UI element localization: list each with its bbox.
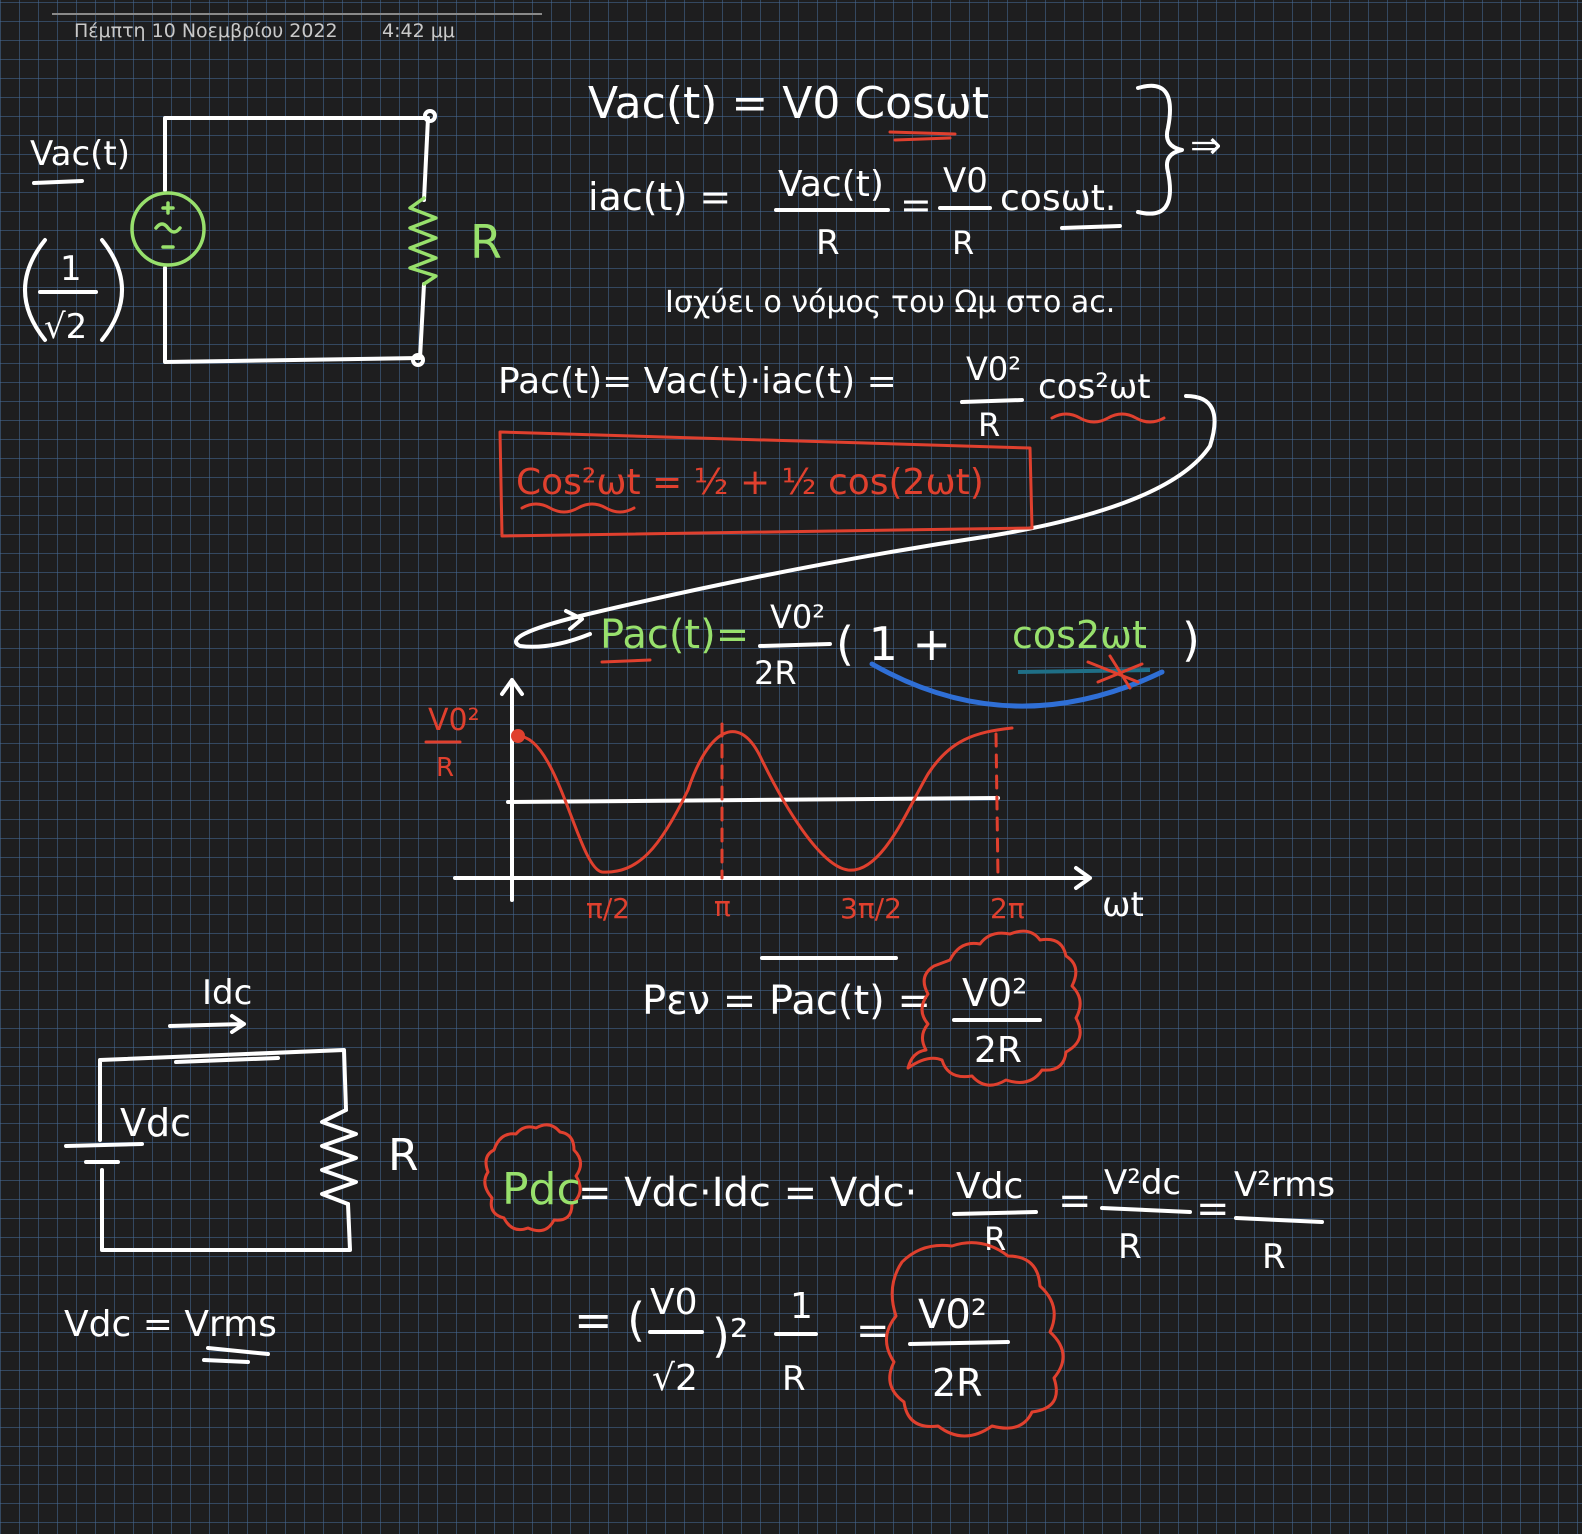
eq-line2-res-den: 2R	[932, 1361, 983, 1405]
eq-pdc-f3-den: R	[1262, 1237, 1286, 1277]
eq-line2-one: 1	[790, 1286, 813, 1327]
graph-x-label: ωt	[1102, 885, 1144, 925]
eq-p-ac-den: R	[978, 406, 1000, 444]
factor-num: 1	[60, 249, 82, 289]
power-graph: V0² R ωt π/2 π 3π/2 2π	[424, 678, 1144, 925]
dc-current-label: Idc	[202, 973, 252, 1013]
eq-pdc-eq2: =	[1196, 1186, 1230, 1232]
eq-pdc-f3-num: V²rms	[1234, 1165, 1335, 1205]
identity-box	[498, 430, 1034, 538]
power-block: Pac(t)= Vac(t)·iac(t) = V0² R cos²ωt Cos…	[498, 350, 1217, 649]
eq-v-ac: Vac(t) = V0 Cosωt	[588, 78, 989, 129]
eq-pdc-mid: = Vdc·Idc = Vdc·	[578, 1170, 917, 1216]
eq-line2-res-num: V0²	[918, 1292, 987, 1338]
mean-line	[506, 796, 1000, 804]
eq-p-ac2-close: )	[1182, 613, 1200, 667]
power-expanded: Pac(t)= V0² 2R ( 1 + cos2ωt )	[600, 598, 1200, 709]
eq-p-ac2-den: 2R	[754, 654, 797, 692]
eq-identity: Cos²ωt = ½ + ½ cos(2ωt)	[516, 462, 984, 503]
dc-resistor-icon	[320, 1108, 358, 1206]
eq-line2-num: V0	[650, 1282, 698, 1323]
curve-start-point	[511, 729, 525, 743]
resistor-icon	[408, 196, 438, 286]
dc-circuit: Idc Vdc R Vdc = Vrms	[64, 973, 419, 1364]
graph-y-den: R	[436, 753, 454, 783]
eq-pdc-f2-num: V²dc	[1104, 1163, 1181, 1203]
eq-p-ac2-cos: cos2ωt	[1012, 613, 1147, 657]
eq-line2-close: )²	[712, 1309, 748, 1363]
eq-p-ac2-lhs: Pac(t)=	[600, 612, 749, 658]
dc-resistor-label: R	[388, 1130, 419, 1181]
x-axis	[453, 866, 1092, 890]
ohm-note: Ισχύει ο νόμος του Ωμ στο ac.	[665, 285, 1115, 320]
y-axis	[500, 678, 524, 902]
eq-p-ac2-num: V0²	[770, 598, 825, 636]
eq-i-frac2-den: R	[952, 224, 974, 262]
eq-pdc-f1-num: Vdc	[956, 1166, 1023, 1207]
ac-source-icon	[130, 191, 206, 267]
ohm-law-block: Vac(t) = V0 Cosωt iac(t) = Vac(t) R = V0…	[588, 78, 1222, 320]
tick-2pi: 2π	[990, 892, 1025, 925]
average-power: Pεν = Pac(t) = V0² 2R	[642, 929, 1082, 1087]
tick-3pi-half: 3π/2	[840, 892, 902, 925]
dc-source-label: Vdc	[120, 1101, 191, 1145]
eq-pdc-f1-den: R	[984, 1220, 1006, 1258]
eq-p-ac2-paren: ( 1 +	[836, 617, 951, 671]
eq-pdc-f2-den: R	[1118, 1227, 1142, 1267]
implies-arrow: ⇒	[1190, 123, 1222, 167]
dc-power: Pdc = Vdc·Idc = Vdc· Vdc R = V²dc R = V²…	[483, 1123, 1335, 1438]
eq-p-ac-lhs: Pac(t)= Vac(t)·iac(t) =	[498, 361, 897, 402]
eq-i-frac1-den: R	[816, 223, 840, 263]
eq-p-avg-lhs: Pεν = Pac(t) =	[642, 978, 931, 1024]
tick-pi: π	[714, 890, 731, 923]
pdc-highlight	[483, 1123, 582, 1233]
eq-i-eq: =	[900, 183, 932, 227]
dc-note: Vdc = Vrms	[64, 1304, 277, 1345]
ac-circuit: R Vac(t) 1 √2	[23, 109, 502, 367]
eq-pdc-eq1: =	[1058, 1178, 1092, 1224]
power-curve	[516, 726, 1014, 874]
header-rule	[52, 13, 542, 15]
ac-resistor-label: R	[470, 215, 502, 269]
eq-pdc-label: Pdc	[502, 1164, 581, 1215]
result-highlight	[885, 1241, 1065, 1438]
eq-line2-eq: =	[856, 1308, 890, 1354]
eq-i-frac2-num: V0	[943, 161, 988, 201]
eq-line2-den: √2	[652, 1358, 698, 1399]
eq-line2-open: = (	[574, 1293, 645, 1347]
eq-i-frac1-num: Vac(t)	[778, 164, 884, 205]
eq-p-ac-num: V0²	[966, 350, 1021, 388]
eq-i-lhs: iac(t) =	[588, 175, 731, 219]
highlight-star	[906, 929, 1082, 1087]
factor-den: √2	[44, 307, 87, 347]
graph-y-num: V0²	[428, 703, 480, 738]
eq-p-ac-tail: cos²ωt	[1038, 367, 1151, 407]
eq-line2-r: R	[782, 1359, 806, 1399]
tick-pi-half: π/2	[586, 892, 630, 925]
note-date: Πέμπτη 10 Νοεμβρίου 2022	[74, 20, 338, 42]
eq-p-avg-den: 2R	[974, 1030, 1022, 1071]
eq-p-avg-num: V0²	[962, 971, 1027, 1015]
note-time: 4:42 μμ	[382, 20, 455, 42]
ac-source-label: Vac(t)	[30, 134, 130, 174]
eq-i-tail: cosωt.	[1000, 178, 1116, 219]
